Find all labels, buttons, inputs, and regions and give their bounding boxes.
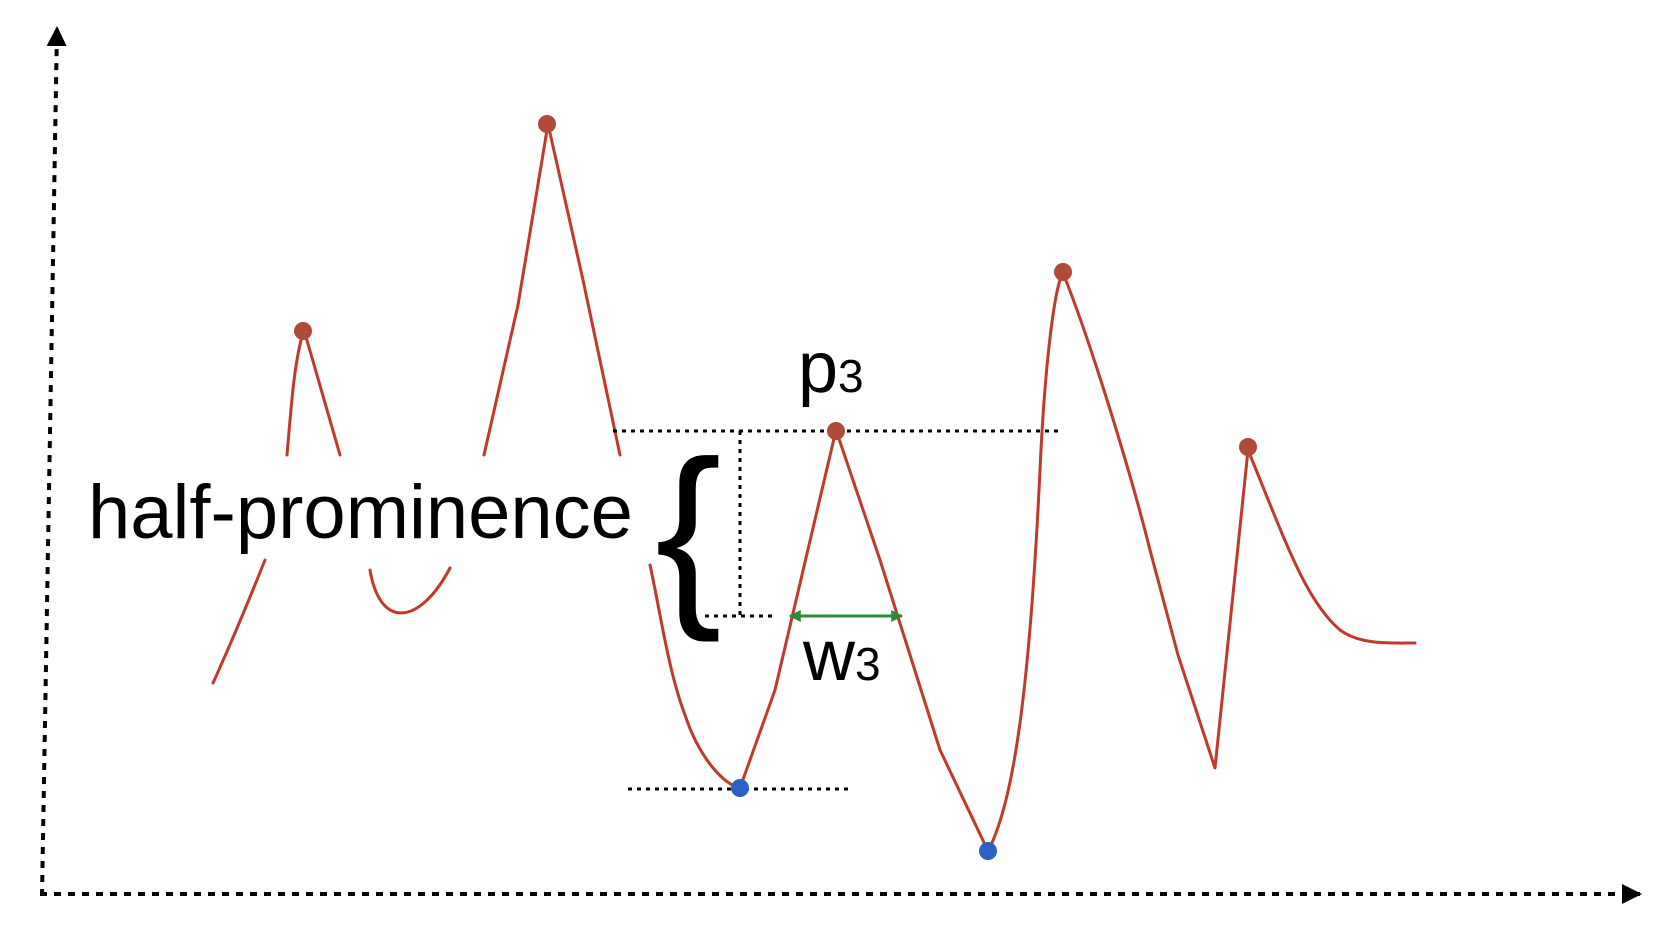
trough-marker — [731, 779, 749, 797]
half-prominence-label: half-prominence — [88, 470, 633, 555]
peak-marker — [1054, 263, 1072, 281]
width-label-subscript: 3 — [855, 638, 881, 690]
peak-label-letter: p — [798, 328, 838, 408]
peak-marker — [827, 422, 845, 440]
trough-markers — [731, 779, 997, 860]
peak-label-subscript: 3 — [838, 350, 864, 402]
trough-marker — [979, 842, 997, 860]
peak-marker — [294, 322, 312, 340]
peak-marker — [1239, 438, 1257, 456]
peak-markers — [294, 115, 1257, 456]
peak-marker — [538, 115, 556, 133]
width-label: w3 — [802, 616, 881, 696]
half-prominence-brace: { — [655, 420, 722, 643]
width-label-letter: w — [802, 616, 856, 696]
peak-label: p3 — [798, 328, 864, 408]
y-axis — [40, 26, 67, 897]
